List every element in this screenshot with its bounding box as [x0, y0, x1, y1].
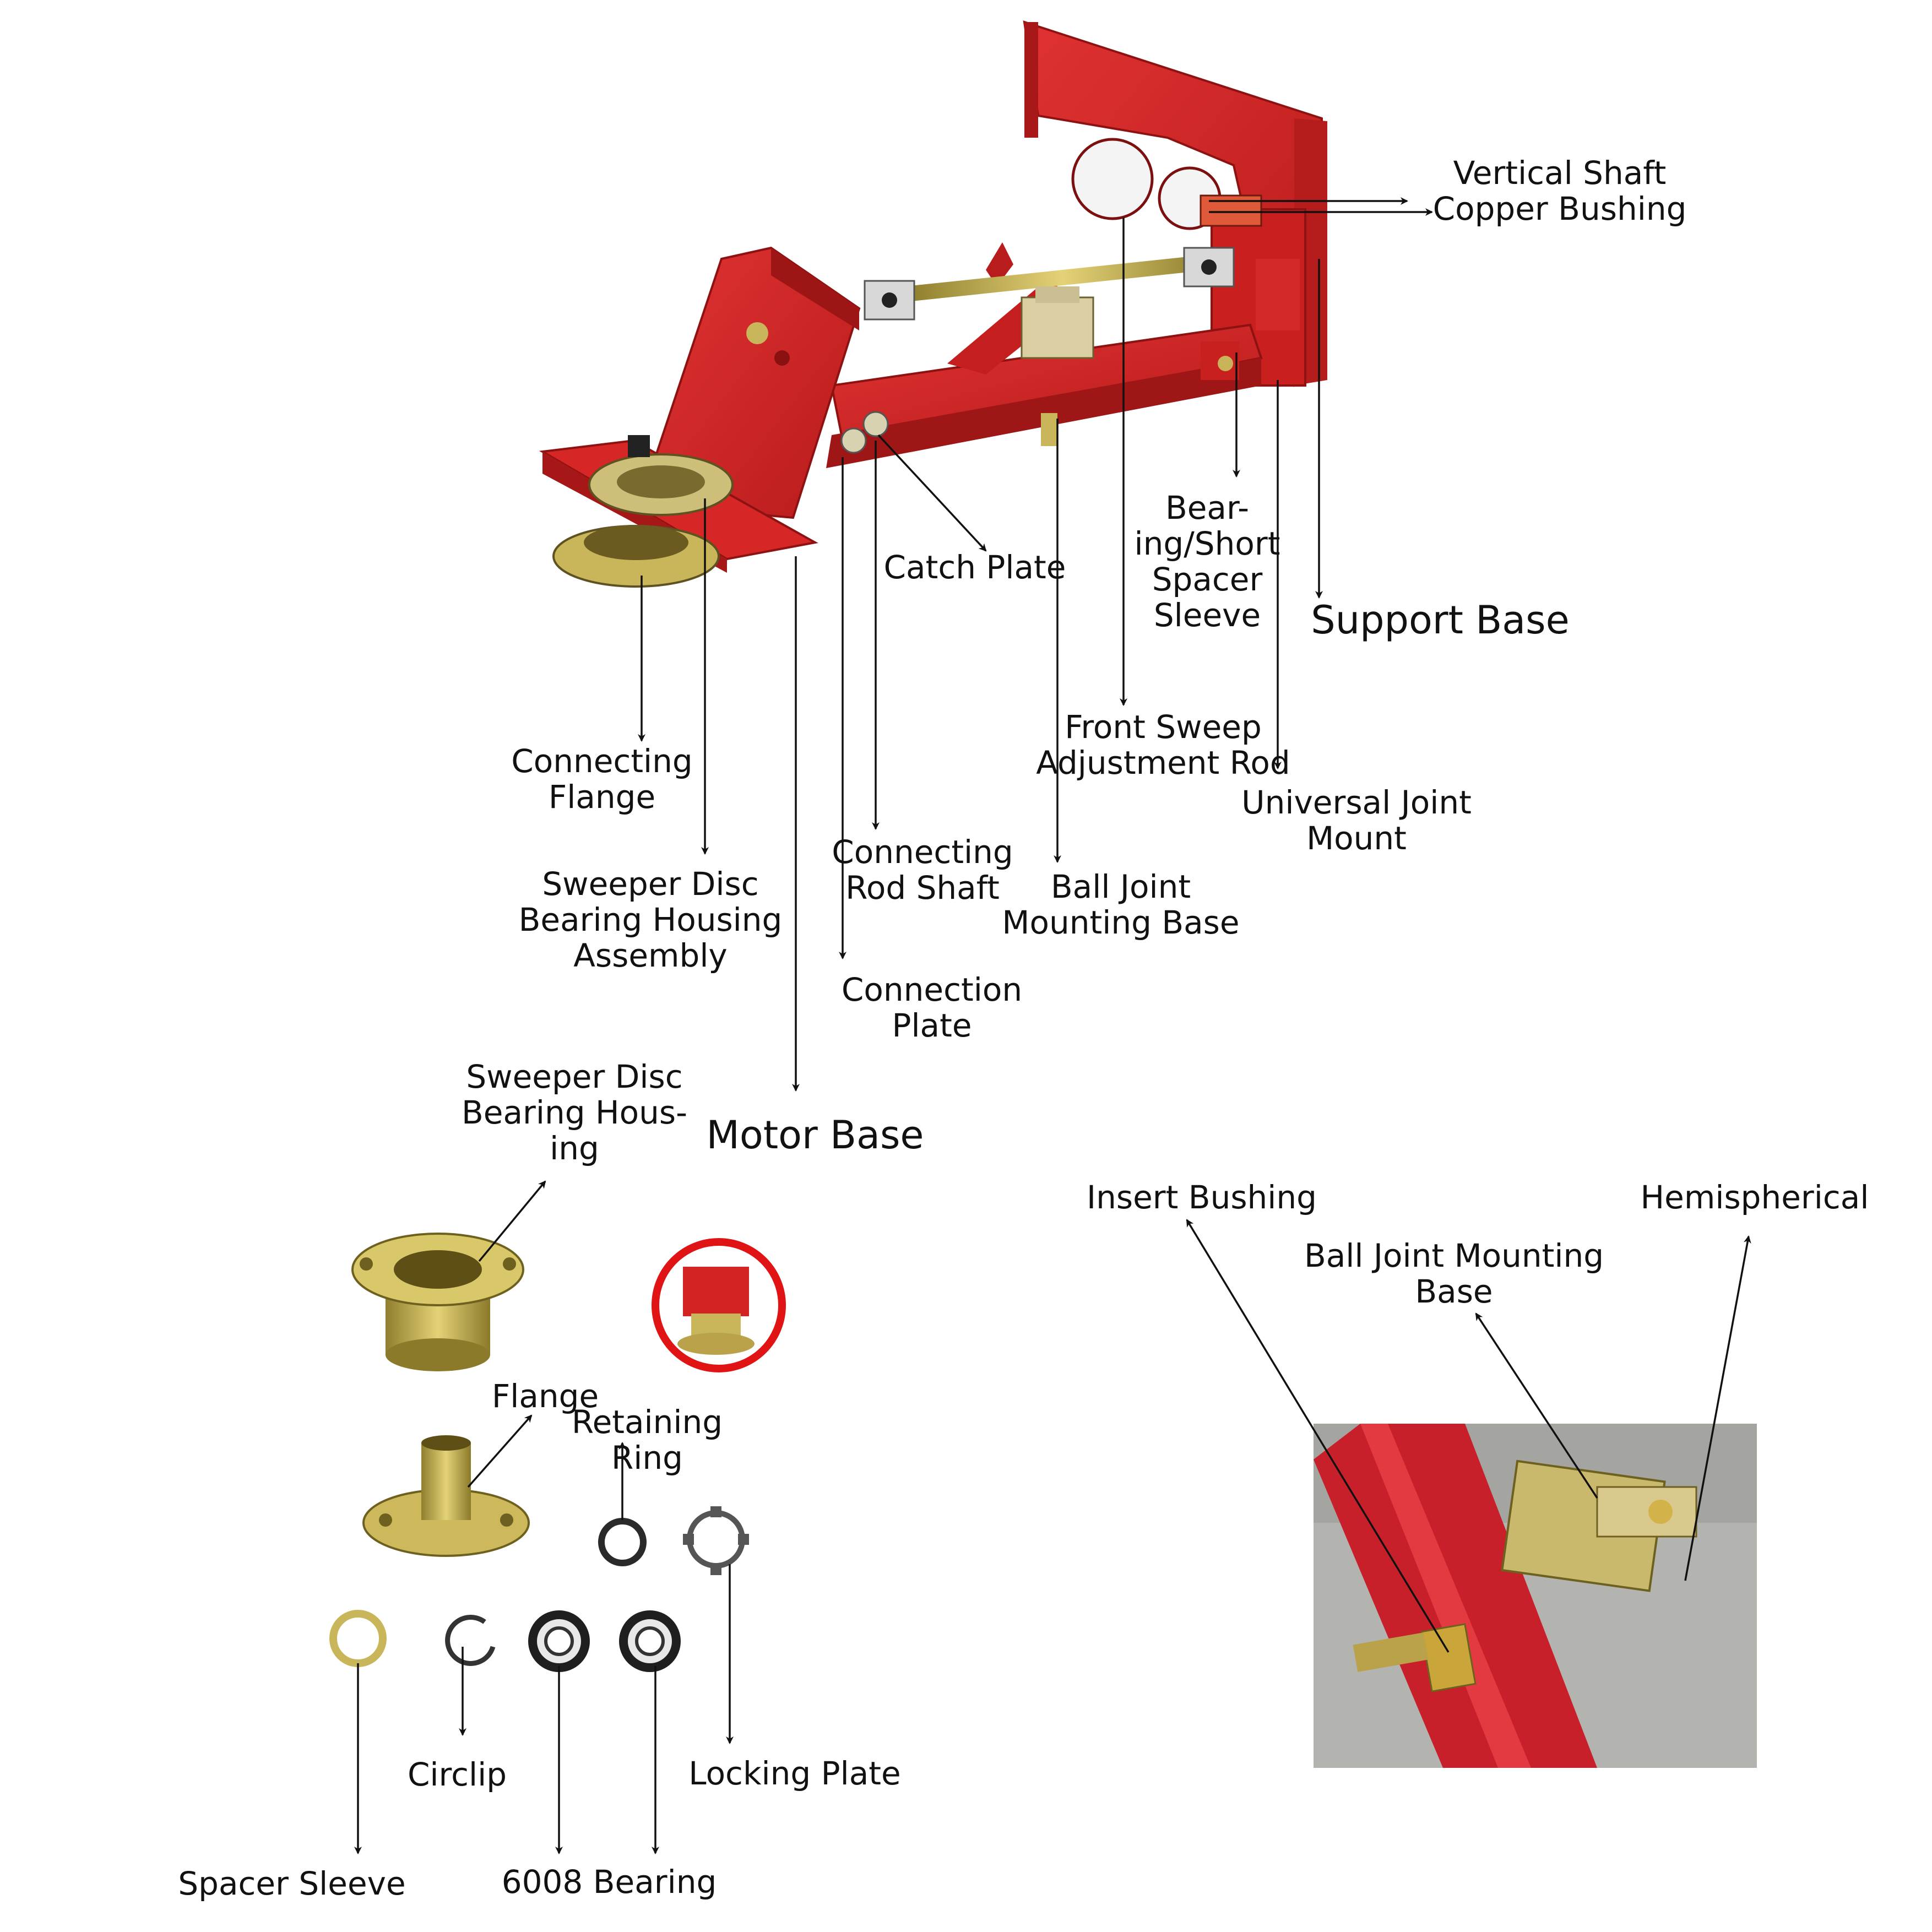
- label-universal-joint-mount: Universal Joint Mount: [1241, 784, 1472, 857]
- parts-illustrations: [329, 1233, 786, 1672]
- label-hemispherical: Hemispherical: [1640, 1179, 1869, 1216]
- label-sweeper-disc-bearing-housing: Sweeper Disc Bearing Hous- ing: [462, 1058, 687, 1167]
- label-sweeper-disc-bearing-housing-assembly: Sweeper Disc Bearing Housing Assembly: [518, 865, 783, 974]
- spacer-sleeve-part: [329, 1610, 387, 1667]
- main-assembly-illustration: [539, 20, 1327, 588]
- label-connecting-rod-shaft: Connecting Rod Shaft: [832, 833, 1013, 907]
- label-vertical-shaft-copper-bushing: Vertical Shaft Copper Bushing: [1432, 154, 1687, 227]
- label-connection-plate: Connection Plate: [841, 971, 1023, 1044]
- label-retaining-ring: Retaining Ring: [571, 1403, 723, 1477]
- label-locking-plate: Locking Plate: [688, 1755, 901, 1792]
- locking-plate-part: [683, 1506, 749, 1575]
- main-leader-lines: [638, 197, 1433, 1092]
- label-support-base: Support Base: [1311, 598, 1570, 643]
- label-bearing-short-spacer-sleeve: Bear- ing/Short Spacer Sleeve: [1134, 489, 1280, 634]
- bearing-6008-part-1: [528, 1610, 590, 1672]
- label-flange: Flange: [491, 1377, 599, 1415]
- inset-photo: [1314, 1424, 1757, 1768]
- label-circlip: Circlip: [407, 1756, 507, 1793]
- label-motor-base: Motor Base: [706, 1112, 924, 1158]
- circlip-part: [445, 1614, 496, 1666]
- ball-joint-block: [1021, 296, 1094, 359]
- inset-leader-lines: [1186, 1219, 1751, 1653]
- parts-leader-lines: [354, 1180, 734, 1854]
- bearing-6008-part-2: [619, 1610, 681, 1672]
- retaining-ring-part: [598, 1518, 647, 1566]
- label-insert-bushing: Insert Bushing: [1086, 1179, 1317, 1216]
- detail-callout-circle: [652, 1238, 786, 1372]
- label-front-sweep-adjustment-rod: Front Sweep Adjustment Rod: [1036, 708, 1290, 782]
- label-ball-joint-mounting-base-inset: Ball Joint Mounting Base: [1304, 1237, 1604, 1310]
- label-connecting-flange: Connecting Flange: [511, 742, 693, 816]
- label-spacer-sleeve: Spacer Sleeve: [178, 1865, 406, 1902]
- flange-part: [362, 1435, 530, 1557]
- bearing-housing-part: [351, 1233, 524, 1371]
- label-catch-plate: Catch Plate: [883, 549, 1066, 586]
- label-ball-joint-mounting-base: Ball Joint Mounting Base: [1002, 868, 1240, 941]
- adjustment-rod: [909, 254, 1217, 301]
- label-6008-bearing: 6008 Bearing: [501, 1863, 717, 1901]
